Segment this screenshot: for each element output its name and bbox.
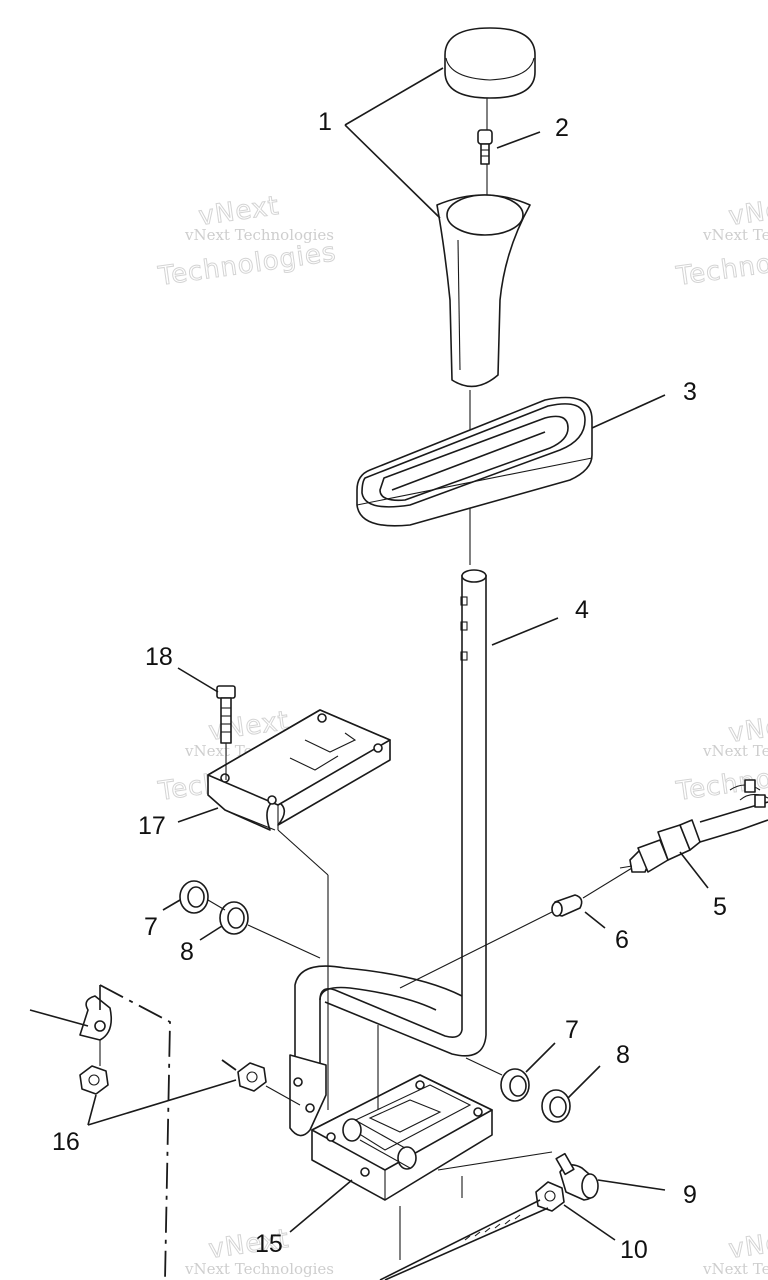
svg-text:vNext Technologies: vNext Technologies: [702, 226, 768, 244]
cover-plate: [207, 709, 391, 1110]
watermark-top-left: vNext vNext Technologies Technologies: [155, 190, 338, 292]
svg-text:vNext Technologies: vNext Technologies: [184, 1260, 334, 1278]
cable-sleeve: [551, 894, 583, 917]
shift-boot: [356, 396, 593, 527]
washer-8-right: [541, 1089, 571, 1123]
watermark-bottom-right: vNext vNext Technologies: [702, 1223, 768, 1278]
knob-screw: [477, 129, 493, 165]
linkage-bracket: [29, 985, 113, 1066]
callout-5: 5: [713, 893, 727, 921]
callout-4: 4: [575, 596, 589, 624]
watermark-top-right: vNext vNext Technologies Technologies: [673, 190, 768, 292]
cover-bolt: [216, 685, 236, 780]
shift-lever: [289, 569, 487, 1137]
callout-16: 16: [52, 1128, 80, 1156]
callout-17: 17: [138, 812, 166, 840]
nut-16-left: [79, 1065, 109, 1095]
svg-text:vNext Technologies: vNext Technologies: [184, 226, 334, 244]
sleeve-axis-2: [582, 867, 633, 899]
leader-lines: [87, 67, 709, 1241]
jam-nut: [535, 1181, 565, 1212]
nut-axis: [221, 1059, 237, 1071]
svg-text:Technologies: Technologies: [674, 237, 768, 292]
knob-cap: [444, 27, 536, 99]
threaded-rod: [379, 1151, 553, 1280]
washer-axis-left-2: [247, 924, 321, 959]
callout-15: 15: [255, 1230, 283, 1258]
washer-axis-right: [465, 1057, 503, 1076]
callout-3: 3: [683, 378, 697, 406]
callout-8-left: 8: [180, 938, 194, 966]
callout-6: 6: [615, 926, 629, 954]
washer-axis-left: [207, 899, 226, 911]
callout-1: 1: [318, 108, 332, 136]
washer-8-left: [219, 901, 249, 935]
svg-text:vNext: vNext: [727, 1224, 768, 1265]
callout-7-right: 7: [565, 1016, 579, 1044]
ball-joint: [555, 1152, 599, 1201]
callout-9: 9: [683, 1181, 697, 1209]
shifter-base: [311, 1025, 493, 1201]
washer-7-right: [500, 1068, 530, 1102]
washer-7-left: [179, 880, 209, 914]
svg-text:vNext Technologies: vNext Technologies: [702, 742, 768, 760]
callout-labels: 1 2 3 4 5 6 7 8 7 8 9 10 15 16 17 18: [52, 108, 727, 1264]
shift-grip: [436, 194, 531, 388]
nut-axis-2: [265, 1085, 301, 1106]
callout-10: 10: [620, 1236, 648, 1264]
svg-text:vNext Technologies: vNext Technologies: [702, 1260, 768, 1278]
callout-2: 2: [555, 114, 569, 142]
switch-harness: [619, 779, 768, 873]
callout-8-right: 8: [616, 1041, 630, 1069]
svg-text:Technologies: Technologies: [156, 237, 338, 292]
sleeve-axis: [399, 911, 553, 989]
callout-7-left: 7: [144, 913, 158, 941]
dashed-reference-line: [99, 984, 171, 1280]
callout-18: 18: [145, 643, 173, 671]
nut-16-center: [237, 1062, 267, 1092]
